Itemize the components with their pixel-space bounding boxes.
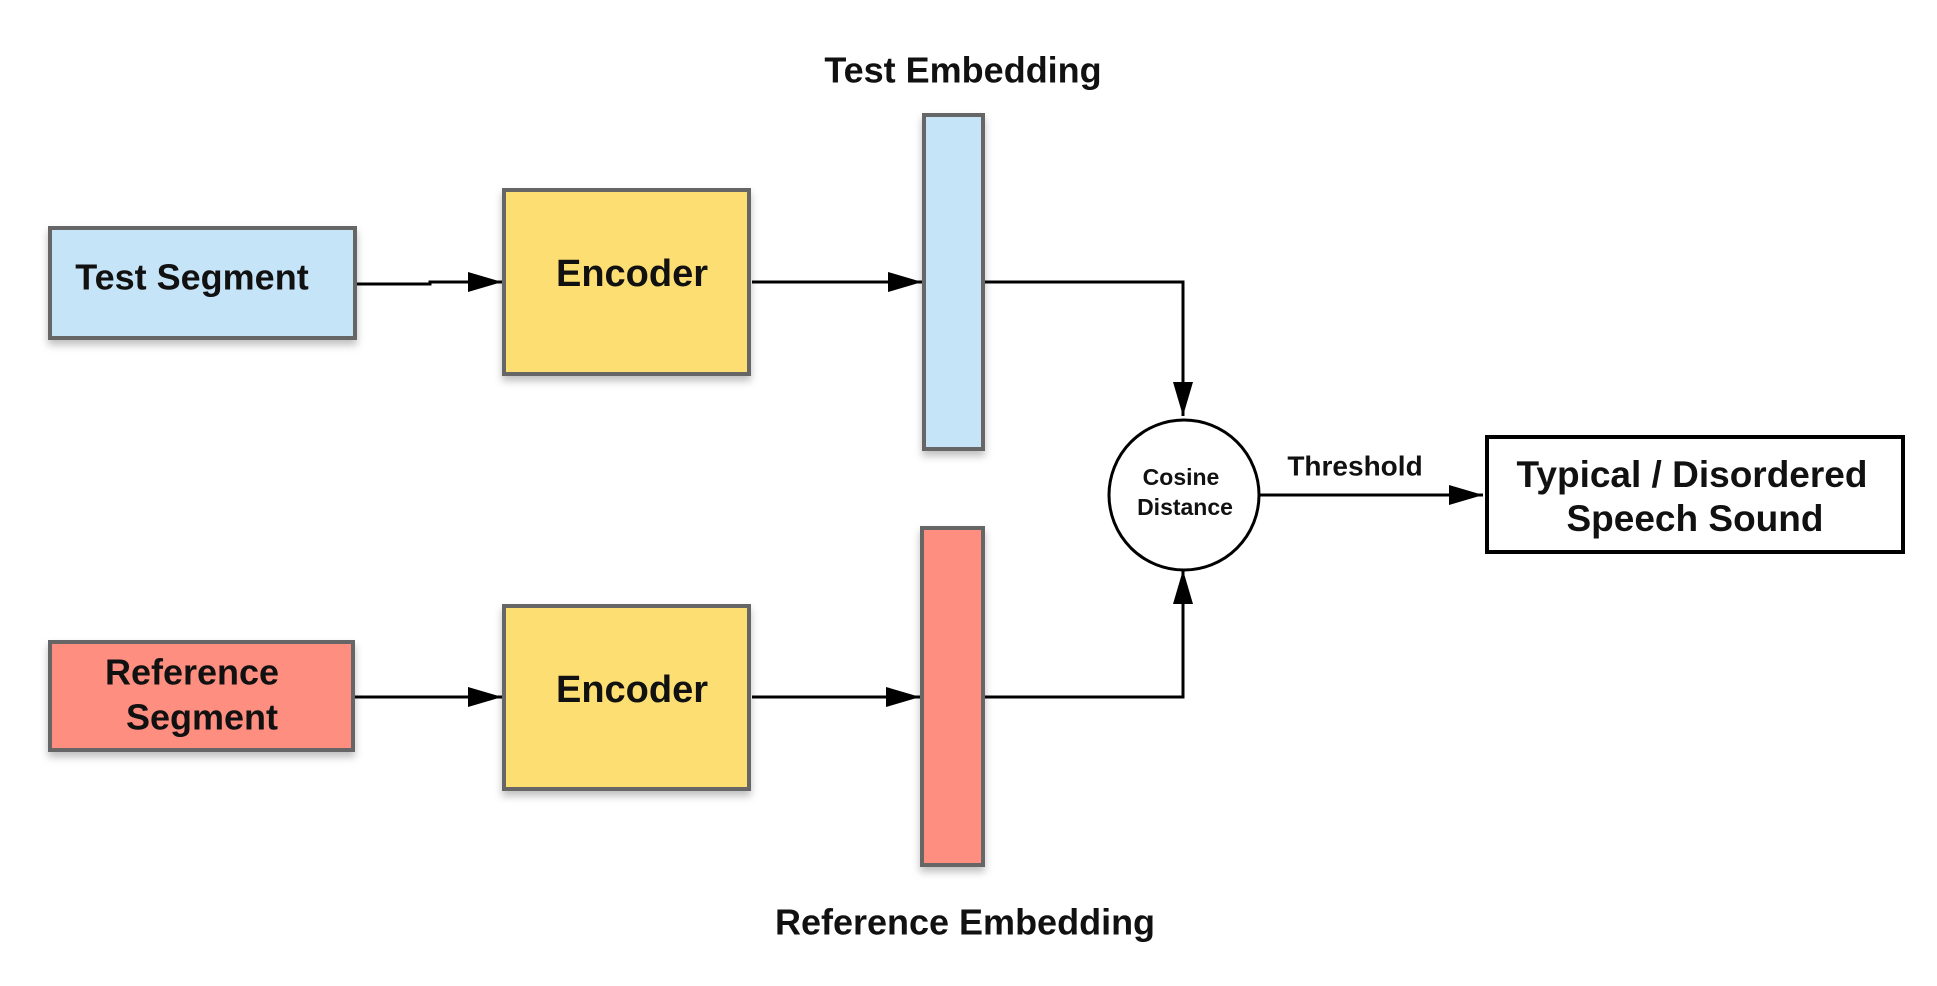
output-label-line2: Speech Sound — [1567, 498, 1824, 539]
threshold-label: Threshold — [1287, 450, 1422, 481]
encoder-box-top: Encoder — [502, 188, 751, 376]
cosine-distance-label-line2: Distance — [1137, 494, 1233, 520]
cosine-distance-node: Cosine Distance — [1107, 418, 1261, 572]
encoder-label-bottom: Encoder — [556, 669, 708, 711]
test-segment-box: Test Segment — [48, 226, 357, 340]
encoder-label-top: Encoder — [556, 253, 708, 295]
test-embedding-bar — [922, 113, 985, 451]
reference-segment-box: Reference Segment — [48, 640, 355, 752]
reference-embedding-label: Reference Embedding — [775, 902, 1155, 943]
reference-segment-label-line2: Segment — [126, 697, 278, 738]
test-segment-label: Test Segment — [75, 257, 308, 298]
arrow-test-embedding-to-distance — [984, 280, 1193, 416]
arrow-reference-embedding-to-distance — [984, 570, 1193, 699]
output-box: Typical / Disordered Speech Sound — [1485, 435, 1905, 554]
arrow-test-segment-to-encoder — [357, 272, 502, 292]
connectors — [355, 272, 1483, 707]
encoder-box-bottom: Encoder — [502, 604, 751, 791]
cosine-distance-label-line1: Cosine — [1143, 464, 1220, 490]
reference-segment-label-line1: Reference — [105, 652, 279, 693]
output-label-line1: Typical / Disordered — [1517, 454, 1868, 495]
test-embedding-label: Test Embedding — [824, 50, 1101, 91]
reference-embedding-bar — [920, 526, 985, 867]
